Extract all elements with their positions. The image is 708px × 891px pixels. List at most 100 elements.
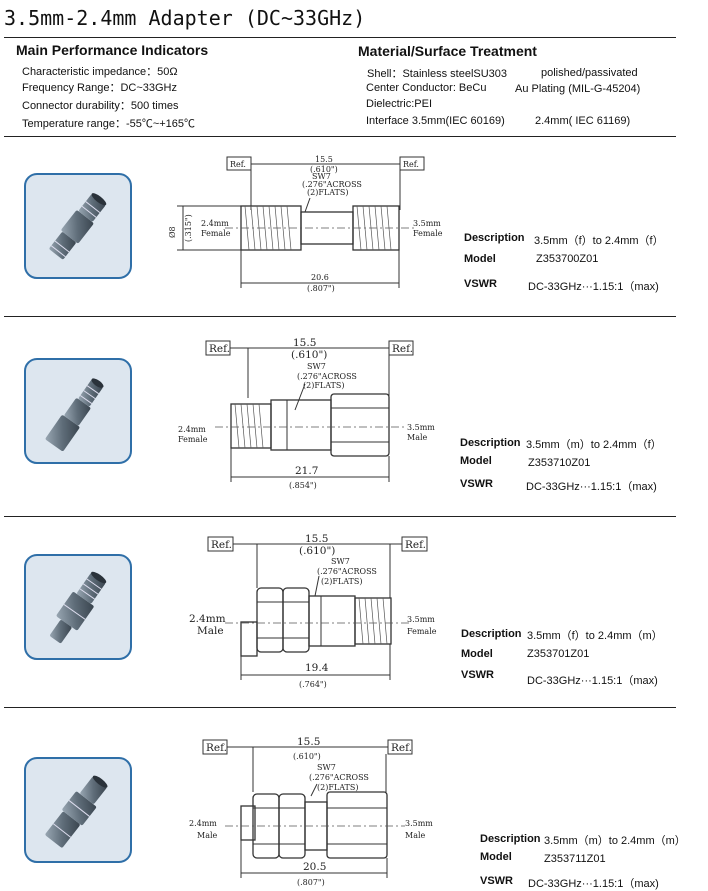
left-end-type: 2.4mm <box>189 819 217 828</box>
model-label: Model <box>464 253 496 265</box>
model-value: Z353710Z01 <box>528 457 591 469</box>
vswr-value: DC-33GHz···1.15:1（max) <box>528 281 659 293</box>
right-end-type: 3.5mm <box>407 423 435 432</box>
description-value: 3.5mm（m）to 2.4mm（m） <box>544 835 686 847</box>
adapter-photo-icon <box>45 378 104 451</box>
model-label: Model <box>460 455 492 467</box>
ref-label: Ref. <box>206 742 227 754</box>
hex-dim-mm: 15.5 <box>293 337 316 349</box>
length-dim-mm: 20.5 <box>303 861 326 873</box>
model-value: Z353700Z01 <box>536 253 599 265</box>
hex-dim-in: (.610") <box>299 545 335 557</box>
sw-label: (.276"ACROSS <box>297 372 357 381</box>
coupling-nut <box>282 587 310 653</box>
ref-label: Ref. <box>392 343 413 355</box>
ref-label: Ref. <box>403 160 419 169</box>
product-photo <box>24 554 132 660</box>
vswr-value: DC-33GHz···1.15:1（max) <box>526 481 657 493</box>
left-end-gender: Female <box>178 435 208 444</box>
description-label: Description <box>461 628 522 640</box>
description-label: Description <box>480 833 541 845</box>
material-conductor-finish: Au Plating (MIL-G-45204) <box>515 83 641 95</box>
product-photo <box>24 358 132 464</box>
pin-end <box>240 621 258 657</box>
adapter-photo-icon <box>49 193 107 260</box>
model-value: Z353711Z01 <box>544 853 606 865</box>
material-interface: Interface 3.5mm(IEC 60169) <box>366 115 505 127</box>
dimension-drawing: Ref. Ref. 15.5 (.610") SW7 (.276"ACROSS … <box>165 150 465 300</box>
section-divider <box>4 316 676 317</box>
coupling-nut <box>326 791 388 859</box>
vswr-value: DC-33GHz···1.15:1（max) <box>528 878 659 890</box>
ref-label: Ref. <box>211 539 232 551</box>
sw-label: SW7 <box>317 763 336 772</box>
hex-body <box>270 399 332 451</box>
length-dim-in: (.854") <box>289 481 317 490</box>
material-interface-value: 2.4mm( IEC 61169) <box>535 115 631 127</box>
sw-label: (.276"ACROSS <box>317 567 377 576</box>
length-dim-mm: 21.7 <box>295 465 318 477</box>
sw-label: SW7 <box>331 557 350 566</box>
section-divider <box>4 707 676 708</box>
right-end-gender: Male <box>407 433 428 442</box>
left-end-type: 2.4mm <box>189 613 226 625</box>
dia-dim-in: (.315") <box>184 214 193 242</box>
length-dim-mm: 20.6 <box>311 273 329 282</box>
pin-end <box>240 805 256 841</box>
sw-label: (2)FLATS) <box>321 577 362 586</box>
description-value: 3.5mm（f）to 2.4mm（f） <box>534 235 664 247</box>
description-label: Description <box>460 437 521 449</box>
vswr-value: DC-33GHz···1.15:1（max) <box>527 675 658 687</box>
length-dim-in: (.807") <box>297 878 325 887</box>
coupling-nut <box>330 393 390 457</box>
sw-label: (.276"ACROSS <box>309 773 369 782</box>
length-dim-in: (.807") <box>307 284 335 293</box>
section-divider <box>4 516 676 517</box>
spec-temperature: Temperature range：-55℃~+165℃ <box>22 118 196 130</box>
right-end-type: 3.5mm <box>407 615 435 624</box>
sw-label: SW7 <box>307 362 326 371</box>
ref-label: Ref. <box>209 343 230 355</box>
sw-label: (.276"ACROSS <box>302 180 362 189</box>
model-label: Model <box>480 851 512 863</box>
left-end-gender: Female <box>201 229 231 238</box>
hex-body <box>308 595 356 647</box>
hex-dim-mm: 15.5 <box>305 533 328 545</box>
material-heading: Material/Surface Treatment <box>358 43 537 59</box>
product-photo <box>24 173 132 279</box>
sw-label: (2)FLATS) <box>317 783 358 792</box>
material-shell-finish: polished/passivated <box>541 67 638 79</box>
dimension-drawing: Ref. Ref. 15.5 (.610") SW7 (.276"ACROSS … <box>185 730 485 888</box>
adapter-photo-icon <box>45 775 108 848</box>
performance-heading: Main Performance Indicators <box>16 42 209 58</box>
product-photo <box>24 757 132 863</box>
description-label: Description <box>464 232 525 244</box>
right-end-gender: Female <box>413 229 443 238</box>
hex-dim-in: (.610") <box>310 165 338 174</box>
vswr-label: VSWR <box>464 278 497 290</box>
spec-frequency: Frequency Range：DC~33GHz <box>22 82 177 94</box>
material-conductor: Center Conductor: BeCu <box>366 82 487 94</box>
left-end-type: 2.4mm <box>201 219 229 228</box>
vswr-label: VSWR <box>480 875 513 887</box>
dimension-drawing: Ref. Ref. 15.5 (.610") SW7 (.276"ACROSS … <box>185 530 485 690</box>
material-shell: Shell：Stainless steelSU303 <box>367 68 508 80</box>
ref-label: Ref. <box>391 742 412 754</box>
coupling-nut <box>256 587 284 653</box>
ref-label: Ref. <box>230 160 246 169</box>
vswr-label: VSWR <box>461 669 494 681</box>
spec-durability: Connector durability：500 times <box>22 100 179 112</box>
header-divider <box>4 136 676 137</box>
length-dim-in: (.764") <box>299 680 327 689</box>
sw-label: (2)FLATS) <box>307 188 348 197</box>
right-end-type: 3.5mm <box>413 219 441 228</box>
model-value: Z353701Z01 <box>527 648 590 660</box>
right-end-gender: Male <box>405 831 426 840</box>
hex-dim-mm: 15.5 <box>315 155 333 164</box>
vswr-label: VSWR <box>460 478 493 490</box>
right-end-gender: Female <box>407 627 437 636</box>
sw-label: SW7 <box>312 172 331 181</box>
left-end-gender: Male <box>197 625 224 637</box>
threaded-body <box>354 597 392 645</box>
material-dielectric: Dielectric:PEI <box>366 98 433 110</box>
